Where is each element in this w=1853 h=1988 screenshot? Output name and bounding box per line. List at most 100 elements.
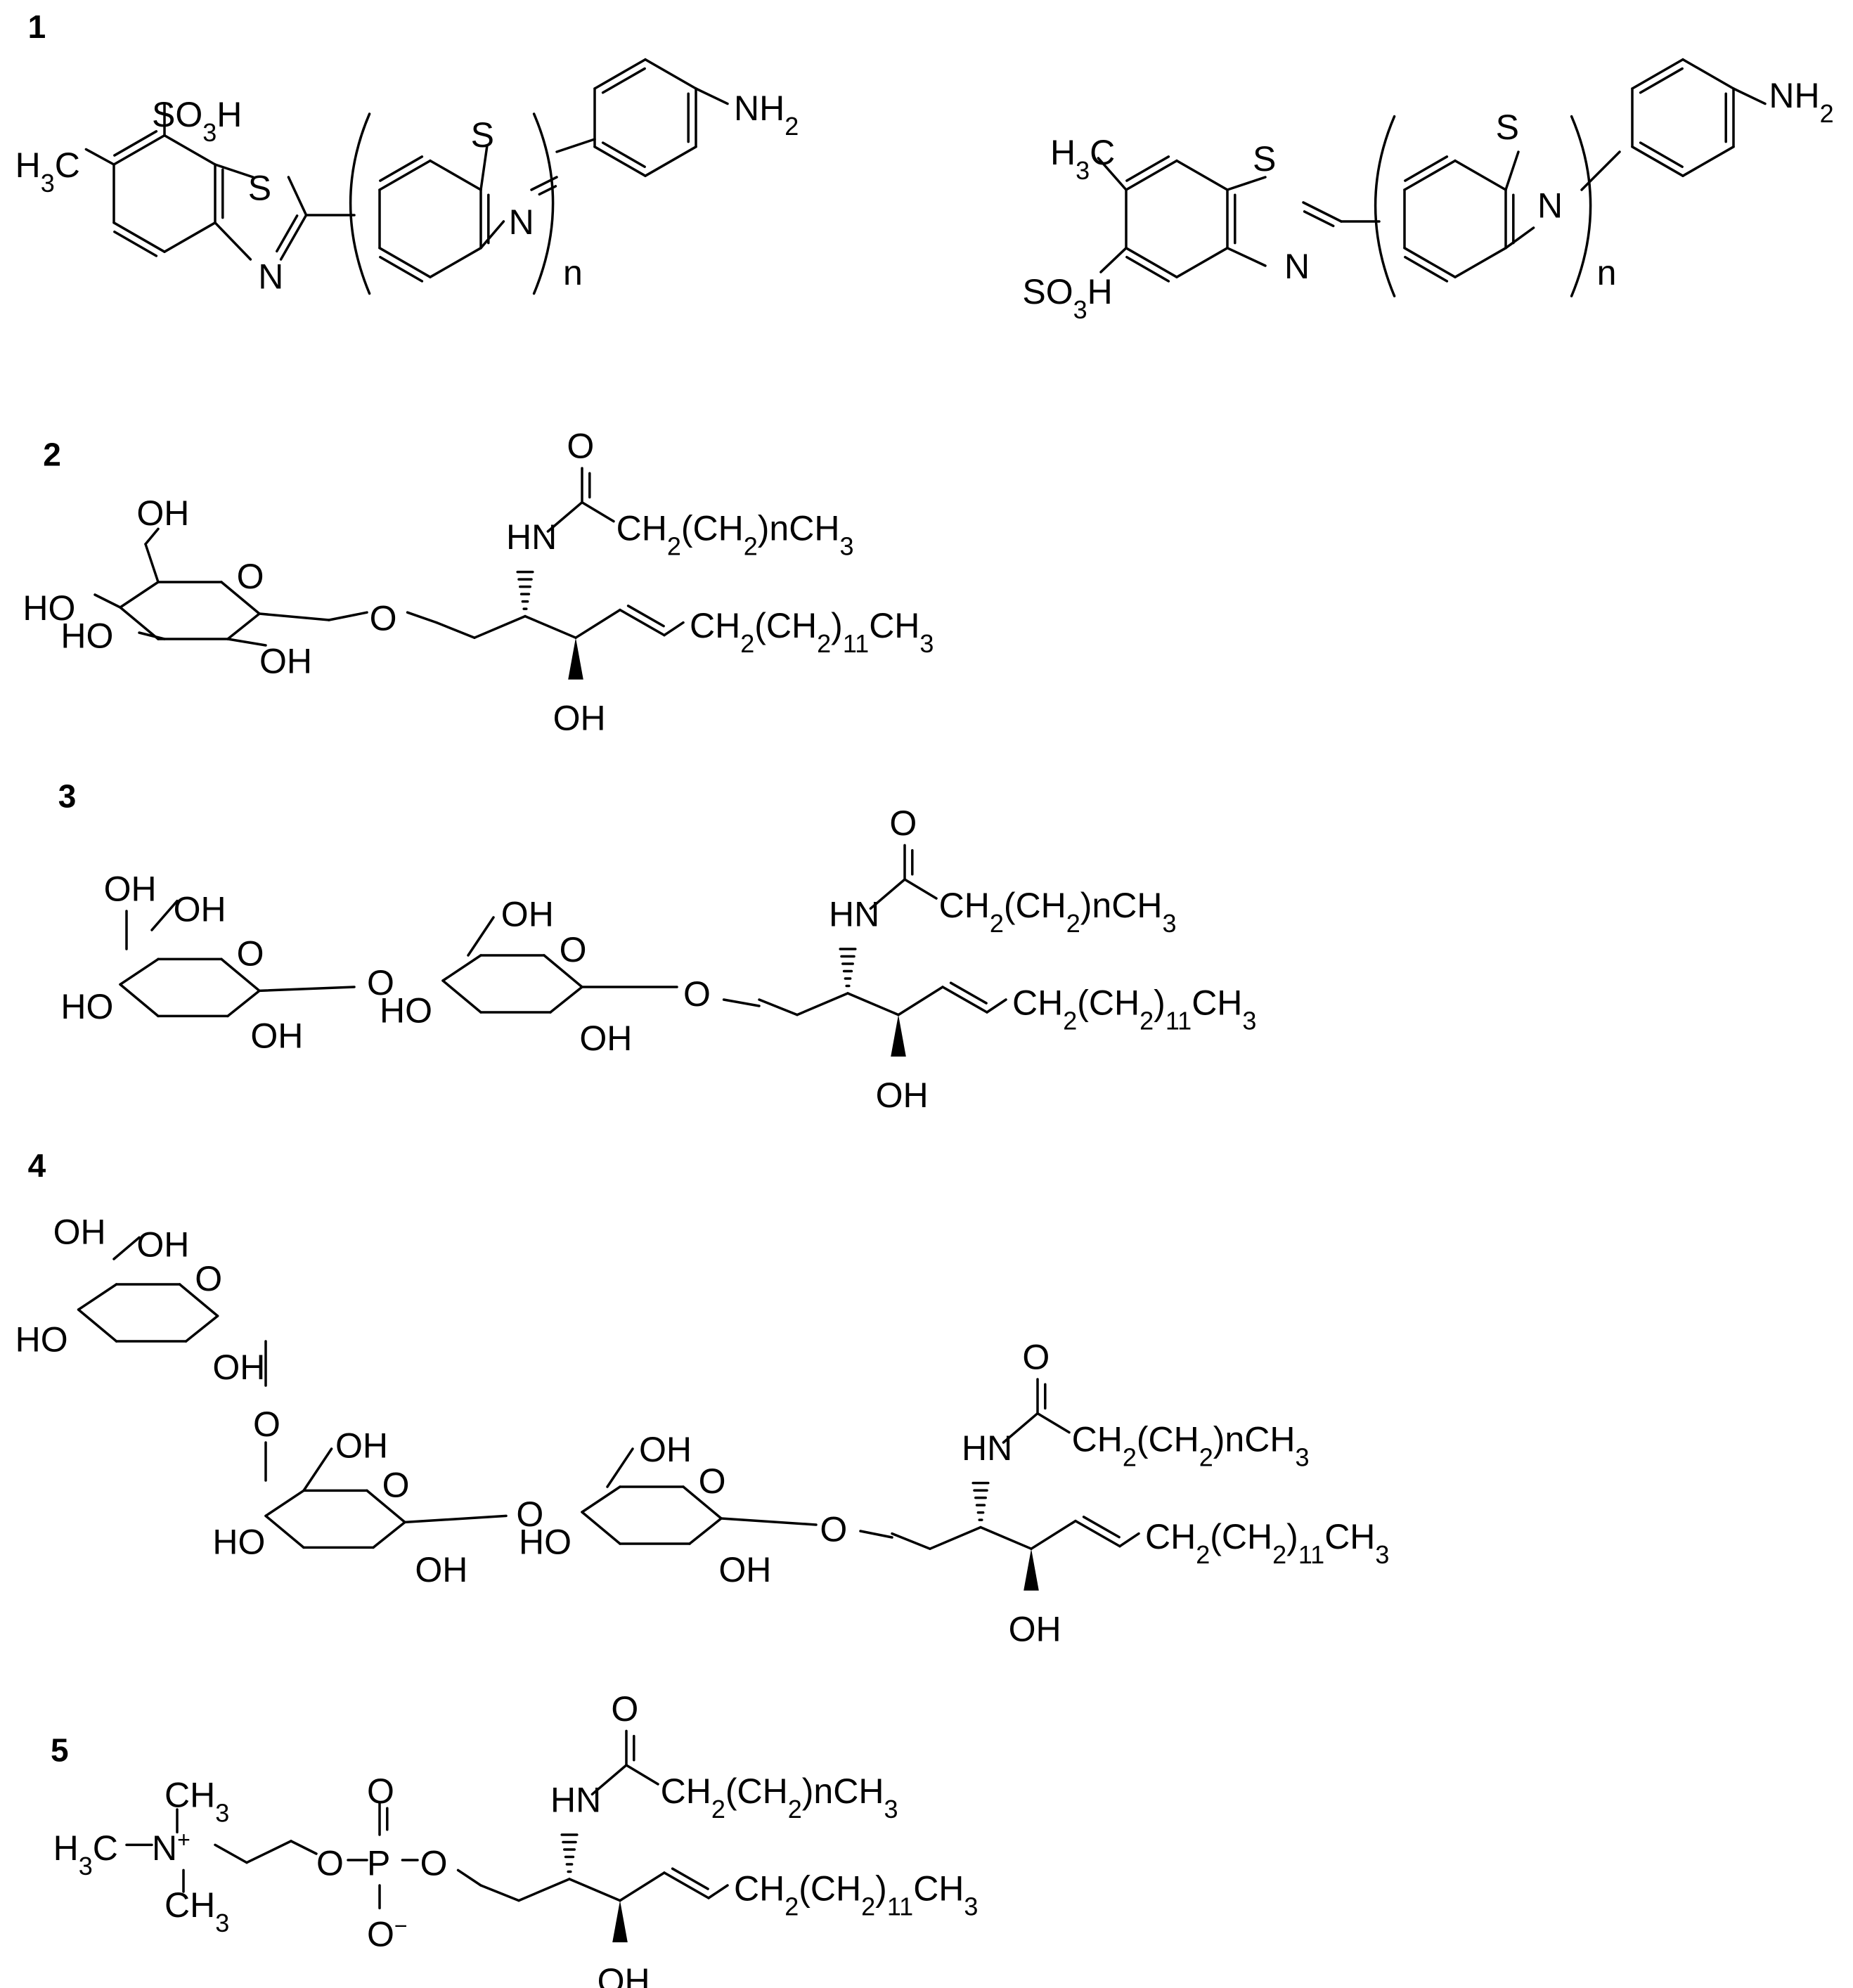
bond-line [220,581,261,615]
bond-line [264,1489,305,1518]
bond-line [846,992,900,1016]
methyl-label: H3C [15,146,80,198]
wedge-bond [612,1900,628,1942]
bond-line [1404,256,1449,283]
sulfonic-acid-label: SO3H [1022,272,1112,324]
bond-line [555,138,596,153]
glycosidic-oxygen-label: O [367,963,394,1002]
bond-line [546,501,583,533]
bond-line [1639,141,1684,168]
wedge-bond [568,638,583,680]
bond-line [581,1485,621,1513]
glycosidic-oxygen-label: O [516,1495,543,1534]
bond-line [93,593,122,609]
bond-line [1125,256,1170,283]
bond-line [441,979,482,1014]
repeat-bracket [349,112,371,295]
bond-line [276,214,299,253]
bond-line [1175,159,1229,191]
bond-line [119,581,160,609]
bond-line [722,998,761,1007]
bond-line [84,148,115,166]
bond-line [1454,247,1507,278]
bond-line [226,989,261,1018]
c4-carbonyl-oxygen-label: O [1022,1338,1050,1377]
bond-line [77,1308,118,1343]
bond-line [287,176,308,217]
bond-line [517,1878,571,1902]
bond-line [138,631,166,640]
bond-line [220,957,261,993]
bond-line [1504,226,1535,250]
compound-number-5: 5 [51,1732,69,1769]
bond-line [112,221,166,253]
bond-line [644,58,697,90]
bond-line [1732,87,1767,105]
bond-line [1580,150,1621,191]
thiazole-sulfur-label: S [471,115,494,155]
hydroxyl-label: HO [15,1319,68,1359]
bond-line [1226,176,1267,191]
bond-line [549,986,583,1014]
bond-line [581,1511,621,1545]
hydroxyl-label: OH [174,889,226,929]
hydroxyl-label: OH [639,1430,692,1469]
bond-line [601,67,646,94]
bond-line [859,1530,893,1539]
repeat-count-label: n [563,253,583,292]
thiazole-sulfur-label: S [248,168,271,207]
bond-line [1082,1516,1121,1539]
bond-line [226,638,267,647]
bond-line [378,159,432,191]
bond-line [1403,247,1457,278]
bond-line [214,1843,248,1864]
hydroxyl-label: OH [212,1348,265,1387]
hydroxyl-label: OH [53,1212,106,1251]
methyl-label: H3C [53,1828,118,1880]
bond-line [1403,159,1457,191]
bond-line [619,1871,666,1902]
bond-line [1681,146,1735,177]
c5-acyl-chain-label: CH2(CH2)nCH3 [661,1771,898,1824]
bond-line [184,1315,219,1343]
bond-line [245,1840,292,1864]
bond-line [524,614,577,639]
bond-line [144,543,160,583]
c4-sphingoid-chain-label: CH2(CH2)11CH3 [1145,1517,1389,1569]
bond-line [1074,1519,1121,1548]
c4-acyl-chain-label: CH2(CH2)nCH3 [1072,1420,1310,1472]
bond-line [1002,1412,1039,1444]
bond-line [606,1447,634,1488]
bond-line [644,146,697,177]
bond-line [663,621,685,637]
bond-line [258,612,330,621]
hydroxyl-label: OH [250,1016,303,1055]
bond-line [663,1871,710,1899]
bond-line [979,1525,1033,1550]
bond-line [593,58,647,90]
thiazole-sulfur-label: S [1496,108,1519,147]
glycosidic-oxygen-label: O [820,1509,847,1549]
bond-line [379,155,424,182]
thiazole-sulfur-label: S [1253,139,1276,179]
bond-line [1099,247,1128,273]
bond-line [112,1236,141,1260]
bond-line [479,1884,520,1902]
bond-line [406,611,438,624]
bond-line [796,992,849,1016]
c2-hydroxyl-label: OH [553,699,606,738]
bond-line [1175,247,1229,278]
bond-line [986,998,1007,1014]
thiazole-nitrogen-label: N [1537,186,1563,226]
glycosidic-oxygen-label: O [370,598,397,638]
repeat-bracket [532,112,555,295]
c2-carbonyl-oxygen-label: O [567,427,594,466]
thiazole-nitrogen-label: N [258,257,283,296]
bond-line [574,608,621,639]
hydroxyl-label: OH [718,1550,771,1589]
c3-hydroxyl-label: OH [876,1076,929,1115]
bond-lines [77,58,1767,1942]
hydroxyl-label: HO [380,990,432,1030]
bond-line [903,878,938,900]
c3a-ring-oxygen-label: O [237,934,264,973]
